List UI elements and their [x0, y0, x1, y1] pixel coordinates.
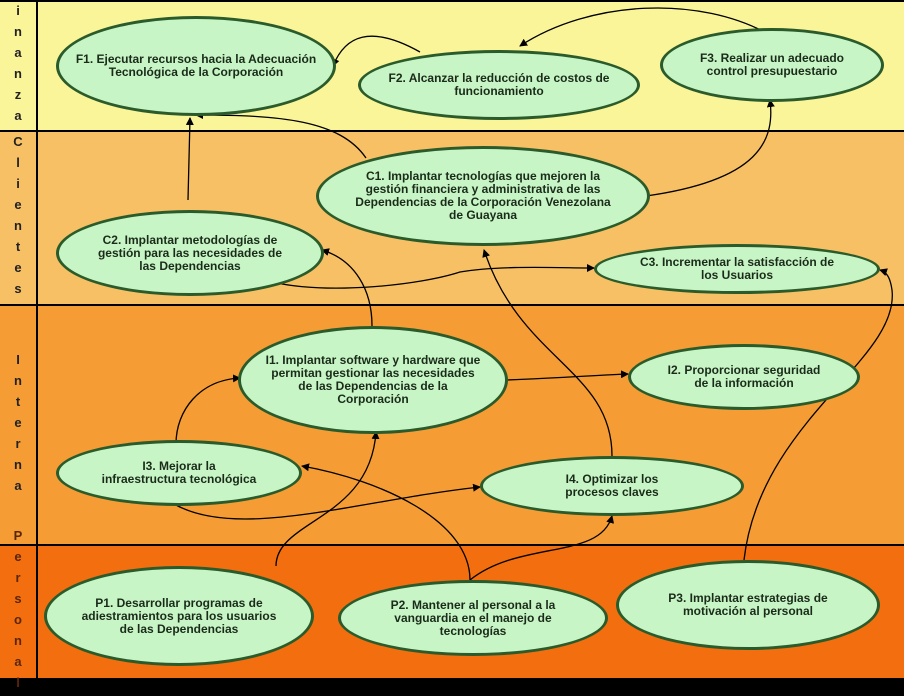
node-c2: C2. Implantar metodologías de gestión pa…: [56, 210, 324, 296]
node-i2: I2. Proporcionar seguridad de la informa…: [628, 344, 860, 410]
node-p2: P2. Mantener al personal a la vanguardia…: [338, 580, 608, 656]
node-c1-text: C1. Implantar tecnologías que mejoren la…: [355, 169, 611, 222]
node-i1: I1. Implantar software y hardware que pe…: [238, 326, 508, 434]
node-c1: C1. Implantar tecnologías que mejoren la…: [316, 146, 650, 246]
node-i3-text: I3. Mejorar la infraestructura tecnológi…: [101, 459, 257, 486]
node-p3: P3. Implantar estrategias de motivación …: [616, 560, 880, 650]
node-i4: I4. Optimizar los procesos claves: [480, 456, 744, 516]
node-p2-text: P2. Mantener al personal a la vanguardia…: [390, 597, 556, 638]
node-i2-text: I2. Proporcionar seguridad de la informa…: [667, 363, 821, 390]
node-p3-text: P3. Implantar estrategias de motivación …: [668, 591, 828, 618]
node-c3-text: C3. Incrementar la satisfacción de los U…: [639, 255, 835, 282]
node-c3: C3. Incrementar la satisfacción de los U…: [594, 244, 880, 294]
node-f3-text: F3. Realizar un adecuado control presupu…: [699, 51, 845, 78]
node-f1-text: F1. Ejecutar recursos hacia la Adecuació…: [75, 52, 317, 79]
node-f3: F3. Realizar un adecuado control presupu…: [660, 28, 884, 102]
band-label-interna: Interna: [0, 306, 38, 544]
band-label-personal: Personal: [0, 528, 38, 696]
node-f2: F2. Alcanzar la reducción de costos de f…: [358, 50, 640, 120]
node-i4-text: I4. Optimizar los procesos claves: [565, 472, 659, 499]
node-p1: P1. Desarrollar programas de adiestramie…: [44, 566, 314, 666]
node-p1-text: P1. Desarrollar programas de adiestramie…: [81, 595, 277, 636]
node-i1-text: I1. Implantar software y hardware que pe…: [265, 353, 481, 406]
band-label-finanzas: Finanzas: [0, 0, 38, 150]
band-label-clientes: Clientes: [0, 132, 38, 304]
node-c2-text: C2. Implantar metodologías de gestión pa…: [97, 232, 283, 273]
node-i3: I3. Mejorar la infraestructura tecnológi…: [56, 440, 302, 506]
node-f1: F1. Ejecutar recursos hacia la Adecuació…: [56, 16, 336, 116]
node-f2-text: F2. Alcanzar la reducción de costos de f…: [388, 71, 610, 98]
